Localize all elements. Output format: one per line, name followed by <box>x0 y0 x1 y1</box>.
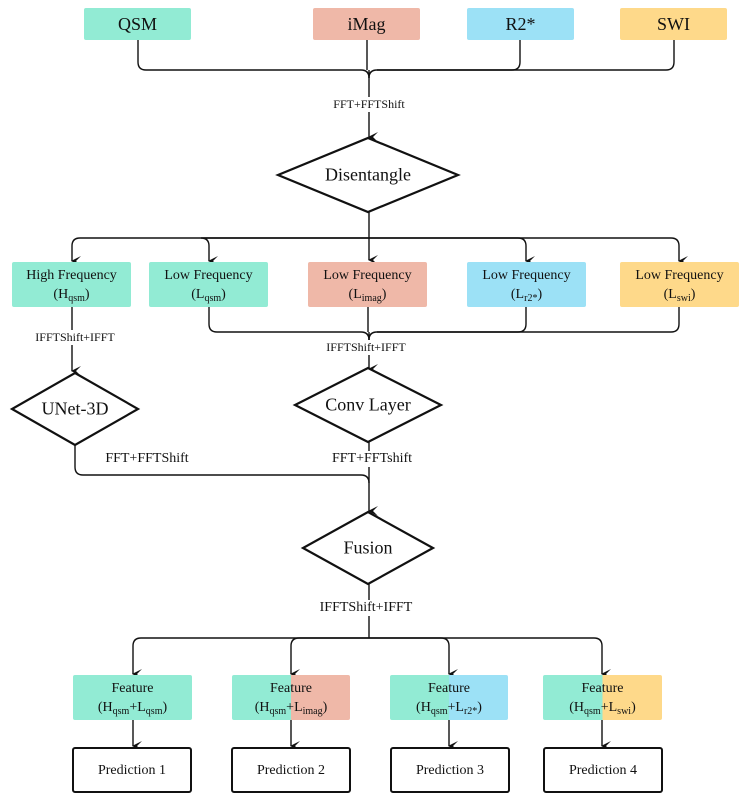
input-r2: R2* <box>467 8 574 40</box>
freq-sym: L <box>353 286 362 302</box>
low-frequency-r2: Low Frequency(Lr2*) <box>467 262 586 307</box>
freq-title: High Frequency <box>26 267 117 283</box>
prediction-2: Prediction 2 <box>231 747 351 793</box>
freq-title: Low Frequency <box>164 267 253 283</box>
f-hsub: qsm <box>430 705 448 717</box>
ifft-label-high: IFFTShift+IFFT <box>34 330 116 345</box>
f-l: L <box>608 699 618 715</box>
fusion-node: Fusion <box>343 537 393 558</box>
freq-sub: qsm <box>204 292 222 304</box>
unet-node: UNet-3D <box>41 398 109 419</box>
freq-sub: swi <box>676 292 691 304</box>
input-swi: SWI <box>620 8 727 40</box>
f-h: H <box>102 699 113 715</box>
freq-sub: imag <box>361 292 382 304</box>
f-hsub: qsm <box>112 705 130 717</box>
f-hsub: qsm <box>269 705 287 717</box>
feature-4: Feature(Hqsm+Lswi) <box>543 675 662 720</box>
f-lsub: qsm <box>145 705 163 717</box>
feature-title: Feature <box>428 680 470 696</box>
f-l: L <box>294 699 303 715</box>
freq-title: Low Frequency <box>323 267 412 283</box>
f-lsub: imag <box>302 705 323 717</box>
freq-title: Low Frequency <box>482 267 571 283</box>
fft-label-top: FFT+FFTShift <box>332 97 406 112</box>
f-plus: + <box>447 699 456 715</box>
low-frequency-imag: Low Frequency(Limag) <box>308 262 427 307</box>
feature-1: Feature(Hqsm+Lqsm) <box>73 675 192 720</box>
fft-label-conv: FFT+FFTshift <box>331 451 413 467</box>
f-plus: + <box>286 699 295 715</box>
freq-sym: L <box>195 286 205 302</box>
freq-sym: H <box>58 286 69 302</box>
prediction-4: Prediction 4 <box>543 747 663 793</box>
feature-title: Feature <box>270 680 312 696</box>
f-l: L <box>137 699 146 715</box>
f-lsub: r2* <box>463 705 478 717</box>
ifft-label-fusion: IFFTShift+IFFT <box>319 600 413 616</box>
low-frequency-swi: Low Frequency(Lswi) <box>620 262 739 307</box>
low-frequency-qsm: Low Frequency(Lqsm) <box>149 262 268 307</box>
freq-sub: r2* <box>524 292 538 304</box>
f-h: H <box>573 699 585 715</box>
feature-title: Feature <box>581 680 624 696</box>
freq-sym: L <box>515 286 525 302</box>
prediction-3: Prediction 3 <box>390 747 510 793</box>
ifft-label-low: IFFTShift+IFFT <box>325 340 407 355</box>
disentangle-node: Disentangle <box>325 164 411 185</box>
f-lsub: swi <box>617 705 632 717</box>
f-l: L <box>455 699 464 715</box>
f-hsub: qsm <box>584 705 601 717</box>
fft-label-unet: FFT+FFTShift <box>105 451 189 466</box>
feature-3: Feature(Hqsm+Lr2*) <box>390 675 508 720</box>
prediction-1: Prediction 1 <box>72 747 192 793</box>
f-h: H <box>420 699 431 715</box>
conv-layer-node: Conv Layer <box>325 394 411 415</box>
high-frequency-qsm: High Frequency(Hqsm) <box>12 262 131 307</box>
feature-title: Feature <box>111 680 154 696</box>
freq-title: Low Frequency <box>635 267 724 283</box>
input-imag: iMag <box>313 8 420 40</box>
freq-sub: qsm <box>68 292 85 304</box>
f-h: H <box>259 699 270 715</box>
input-qsm: QSM <box>84 8 191 40</box>
f-plus: + <box>600 699 609 715</box>
feature-2: Feature(Hqsm+Limag) <box>232 675 350 720</box>
f-plus: + <box>129 699 138 715</box>
freq-sym: L <box>668 286 677 302</box>
